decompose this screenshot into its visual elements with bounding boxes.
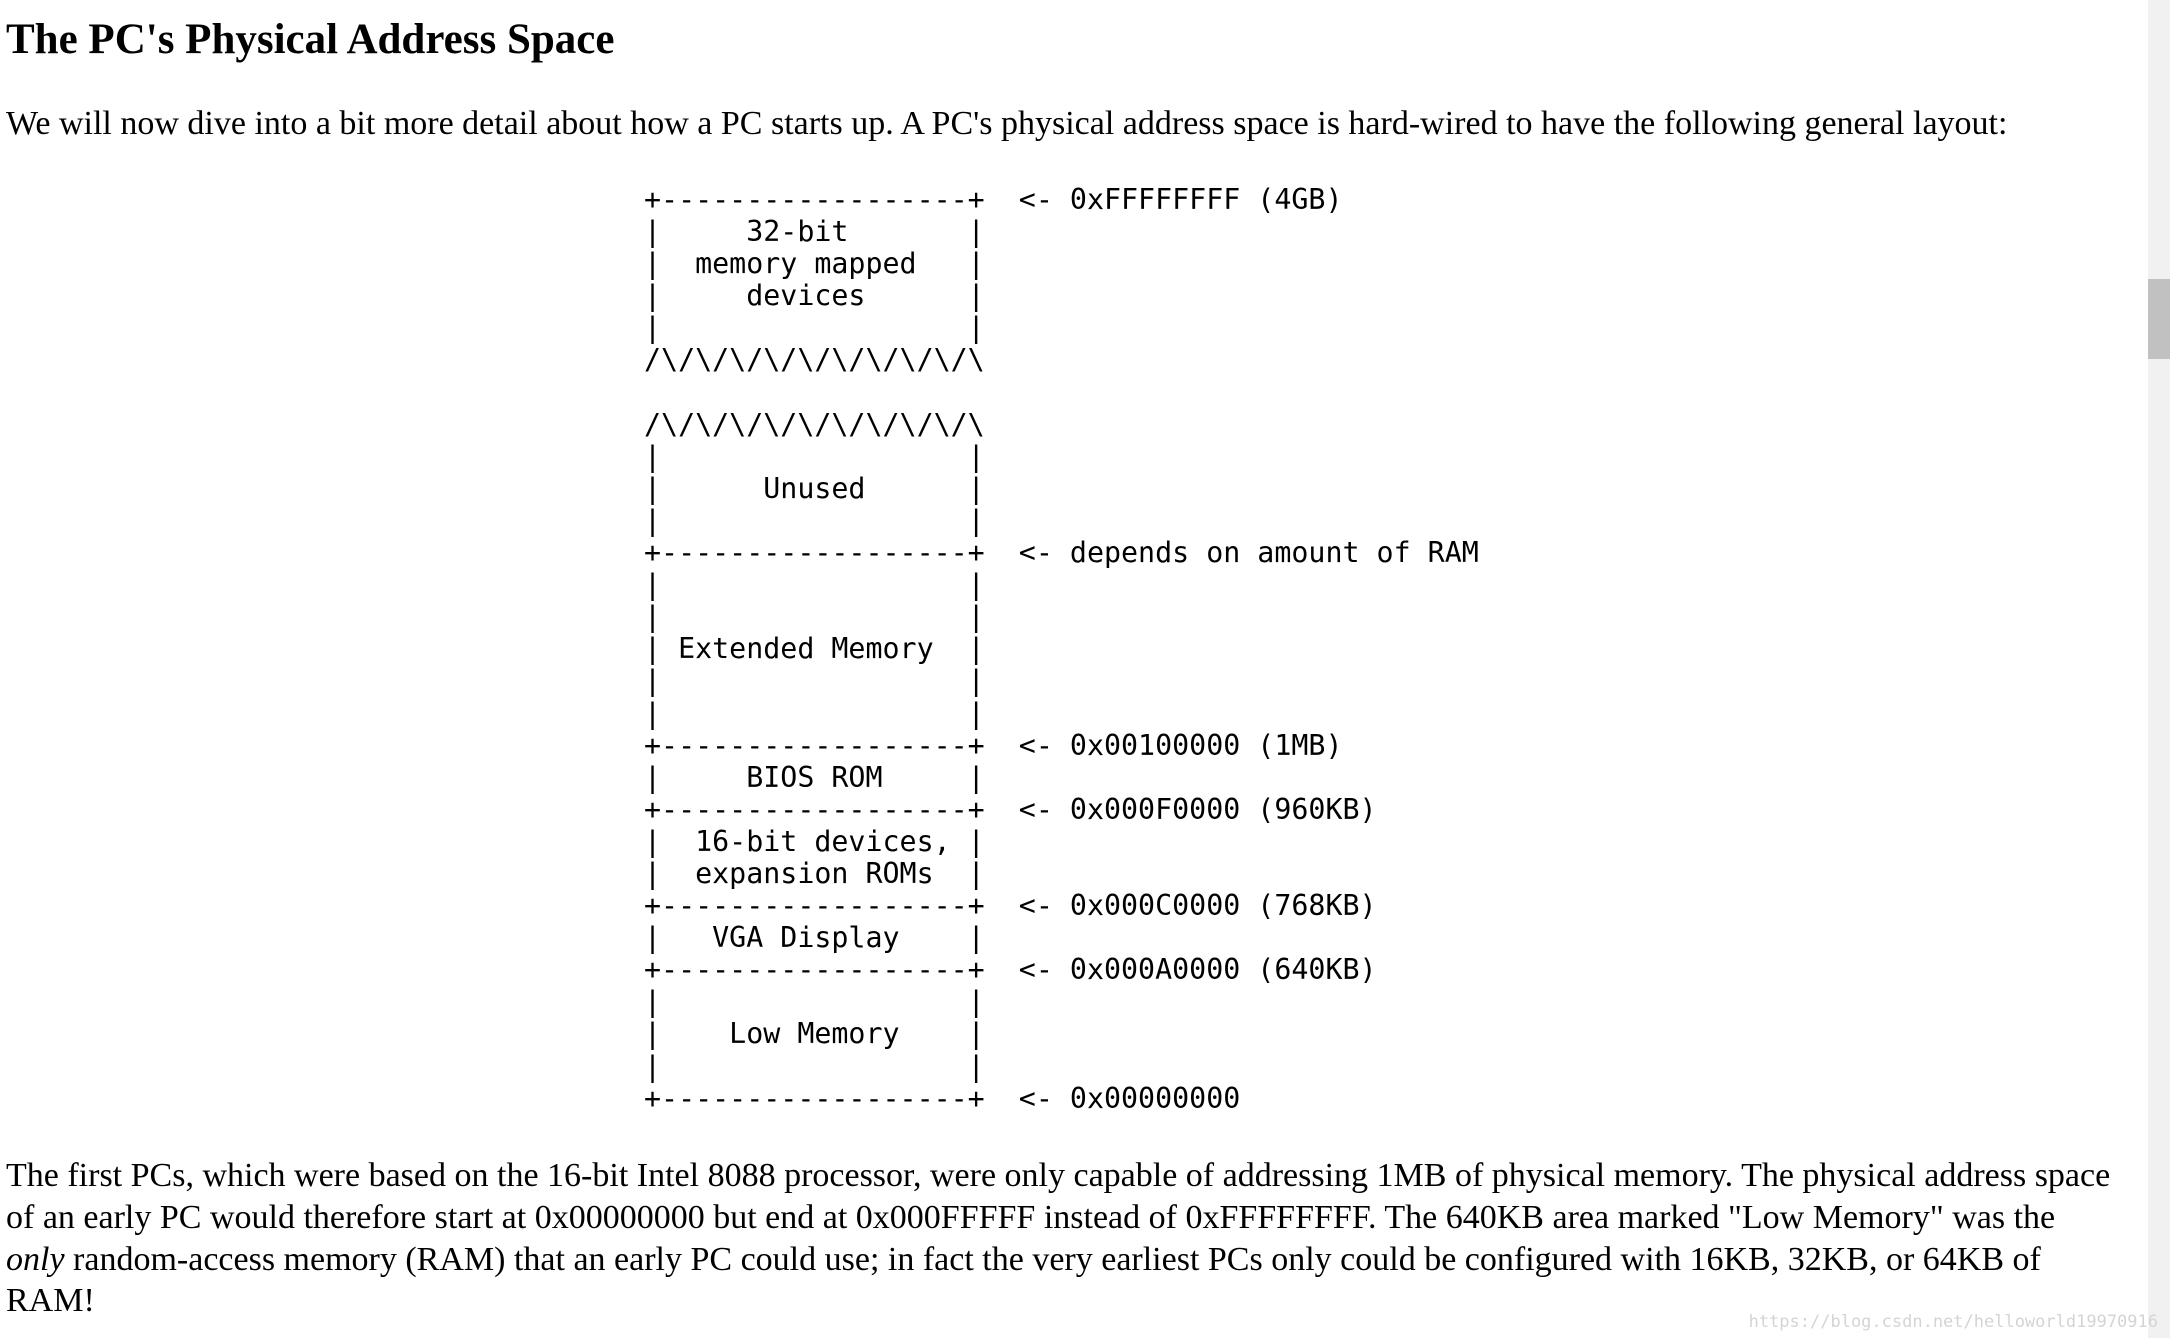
emphasis-only: only — [6, 1240, 65, 1278]
diagram-line: | | — [644, 568, 985, 602]
diagram-line: /\/\/\/\/\/\/\/\/\/\ — [644, 407, 985, 441]
diagram-line: | | — [644, 696, 985, 730]
diagram-line — [644, 377, 1479, 409]
vertical-scrollbar[interactable] — [2148, 0, 2170, 1338]
diagram-line: | | — [644, 664, 985, 698]
diagram-line: | Low Memory | — [644, 1017, 985, 1051]
diagram-line: +------------------+ <- 0x00100000 (1MB) — [644, 728, 1343, 762]
diagram-line: | | — [644, 1049, 985, 1083]
history-paragraph: The first PCs, which were based on the 1… — [6, 1155, 2116, 1322]
diagram-line: | | — [644, 985, 985, 1019]
diagram-line: | VGA Display | — [644, 921, 985, 955]
scrollbar-thumb[interactable] — [2148, 279, 2170, 359]
diagram-line: | Unused | — [644, 471, 985, 505]
history-text-end: random-access memory (RAM) that an early… — [6, 1240, 2041, 1320]
section-heading: The PC's Physical Address Space — [6, 16, 615, 63]
diagram-line: /\/\/\/\/\/\/\/\/\/\ — [644, 343, 985, 377]
diagram-line: | BIOS ROM | — [644, 760, 985, 794]
diagram-line: | | — [644, 600, 985, 634]
diagram-line: | devices | — [644, 279, 985, 313]
diagram-line: +------------------+ <- 0x00000000 — [644, 1081, 1241, 1115]
diagram-line: | memory mapped | — [644, 247, 985, 281]
diagram-line: +------------------+ <- 0x000F0000 (960K… — [644, 792, 1377, 826]
diagram-line: | | — [644, 311, 985, 345]
history-text-start: The first PCs, which were based on the 1… — [6, 1157, 2111, 1236]
diagram-line: +------------------+ <- depends on amoun… — [644, 536, 1479, 570]
diagram-line: | | — [644, 503, 985, 537]
address-space-diagram: +------------------+ <- 0xFFFFFFFF (4GB)… — [644, 183, 1479, 1115]
diagram-line: | expansion ROMs | — [644, 856, 985, 890]
diagram-line: | 32-bit | — [644, 215, 985, 249]
intro-paragraph: We will now dive into a bit more detail … — [6, 105, 2008, 142]
diagram-line: | | — [644, 439, 985, 473]
diagram-line: | Extended Memory | — [644, 632, 985, 666]
diagram-line: | 16-bit devices, | — [644, 824, 985, 858]
watermark: https://blog.csdn.net/helloworld19970916 — [1748, 1312, 2158, 1332]
diagram-line: +------------------+ <- 0x000C0000 (768K… — [644, 889, 1377, 923]
diagram-line: +------------------+ <- 0xFFFFFFFF (4GB) — [644, 183, 1343, 216]
diagram-line: +------------------+ <- 0x000A0000 (640K… — [644, 953, 1377, 987]
